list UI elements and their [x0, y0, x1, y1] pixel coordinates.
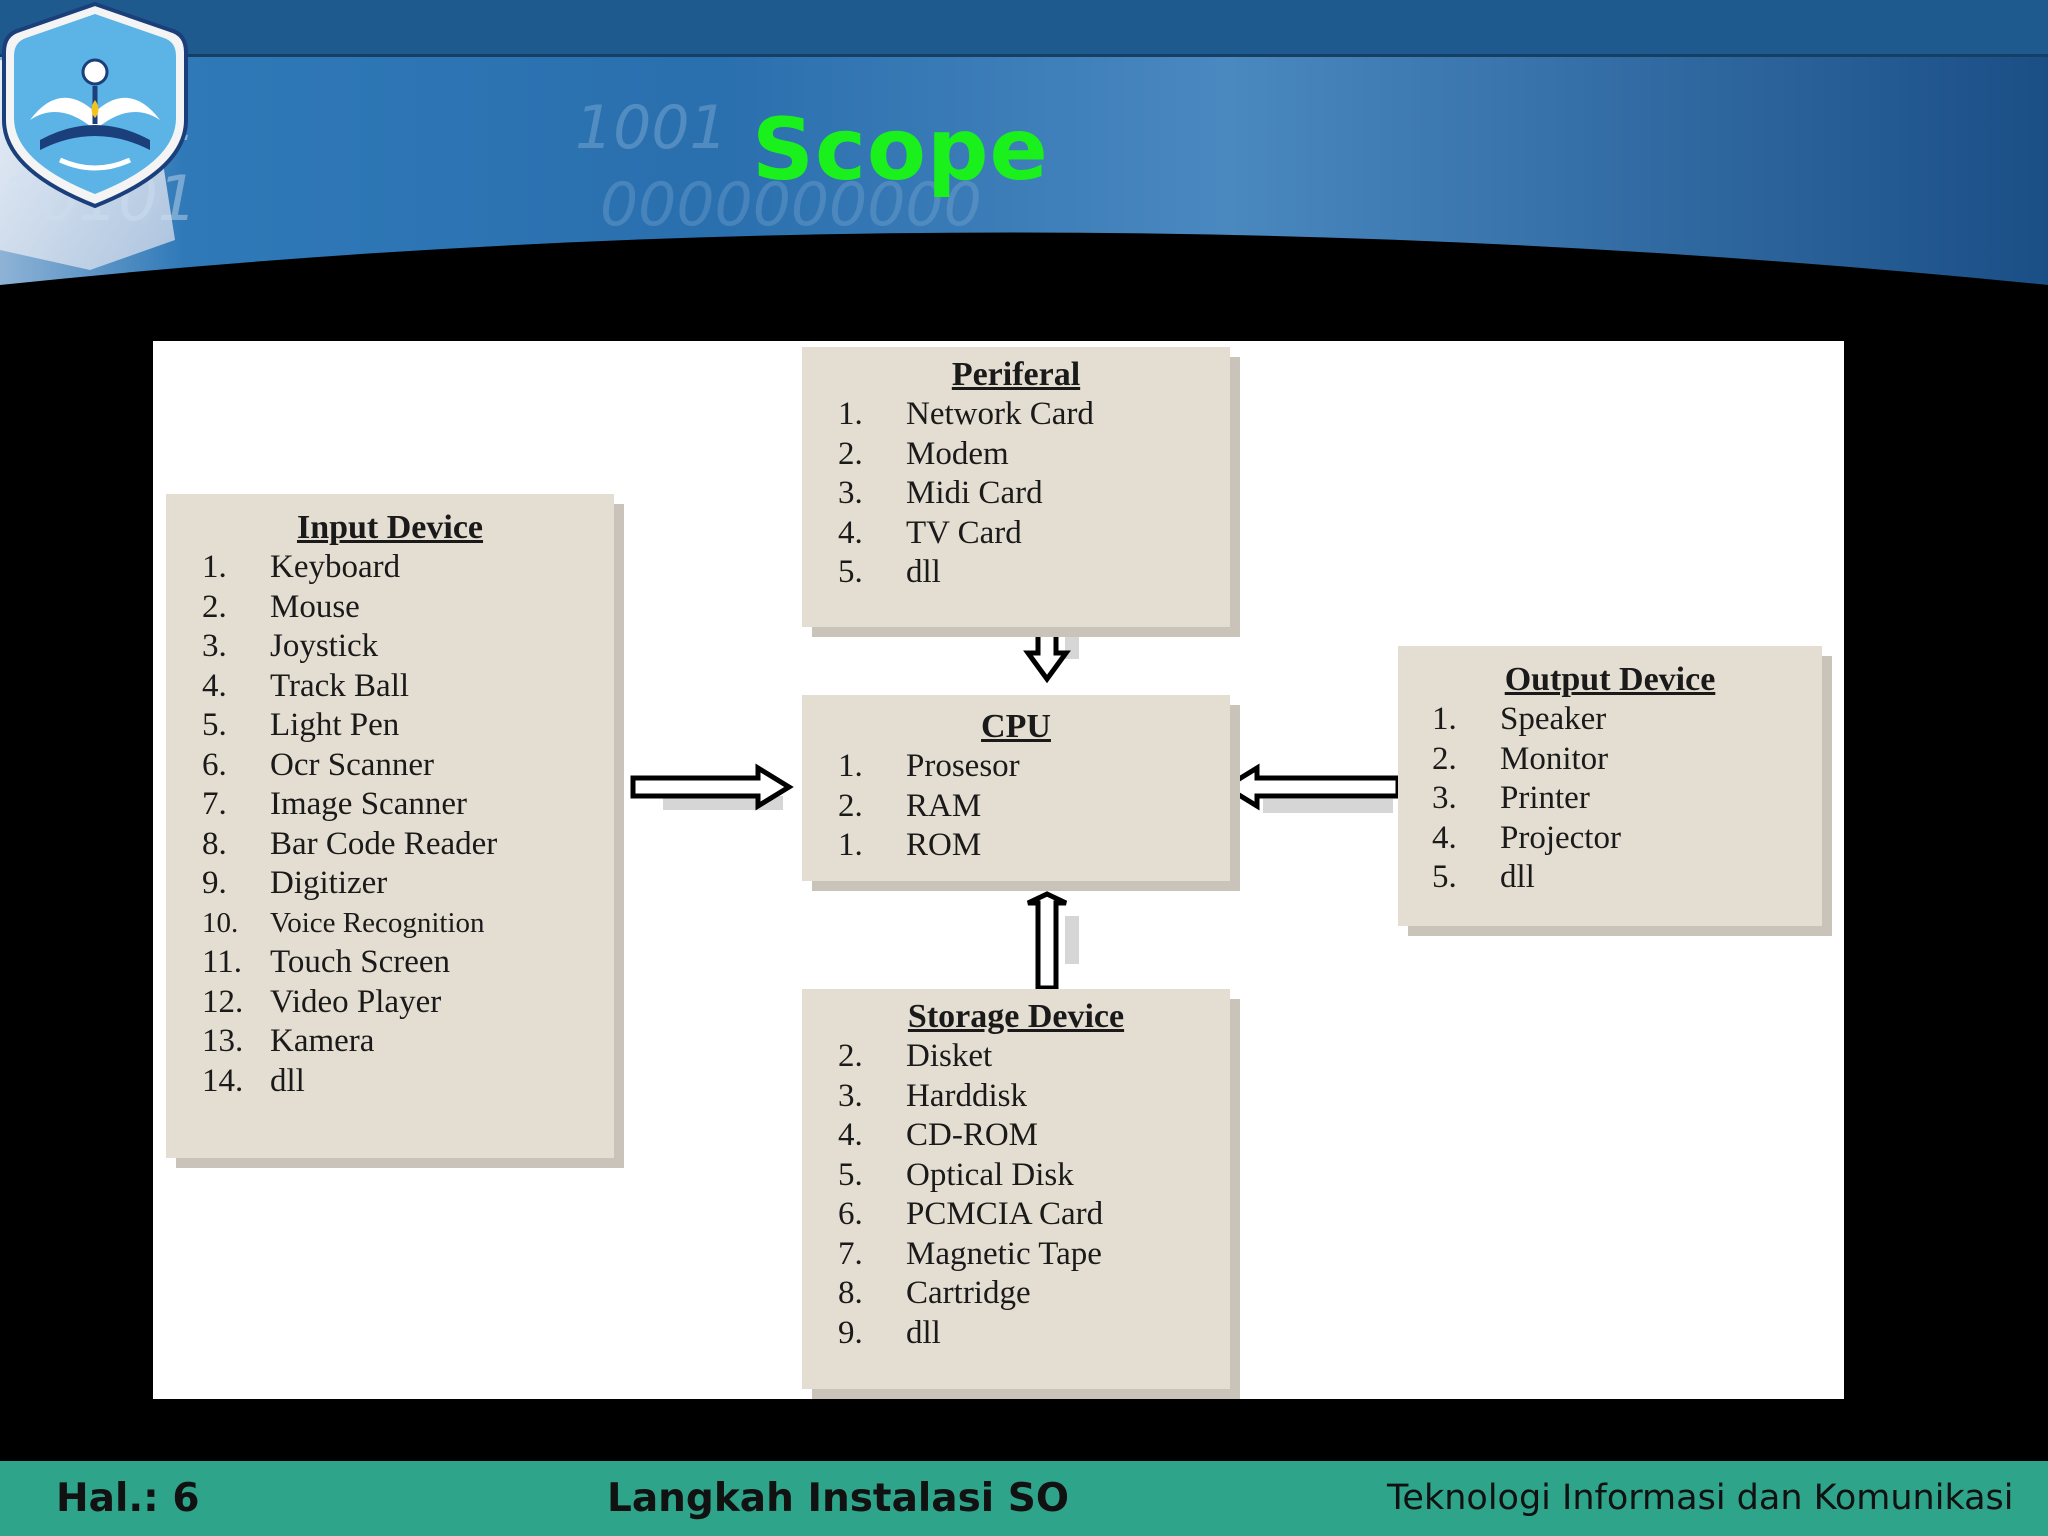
list-item: 6.Ocr Scanner — [202, 746, 435, 783]
list-item: 1.ROM — [838, 827, 982, 863]
cpu-box: CPU 1.Prosesor 2.RAM 1.ROM — [802, 695, 1230, 881]
slide-header: 10101 10101 1001 0000000000 Scope — [0, 0, 2048, 320]
list-item: 5.dll — [1432, 859, 1535, 895]
list-item: 1.Network Card — [838, 396, 1094, 432]
list-item: 12.Video Player — [202, 983, 442, 1020]
tut-wuri-handayani-logo — [1, 1, 188, 209]
list-item: 3.Harddisk — [838, 1077, 1027, 1114]
list-item: 7.Image Scanner — [202, 786, 467, 822]
list-item: 9.dll — [838, 1314, 941, 1351]
list-item: 4.CD-ROM — [838, 1117, 1039, 1153]
list-item: 4.Track Ball — [202, 667, 410, 704]
list-item: 3.Printer — [1432, 780, 1590, 816]
storage-device-box: Storage Device 2.Disket 3.Harddisk 4.CD-… — [802, 989, 1230, 1389]
list-item: 2.Modem — [838, 435, 1009, 472]
list-item: 2.Disket — [838, 1038, 993, 1074]
list-item: 8.Bar Code Reader — [202, 825, 498, 862]
storage-device-list: 2.Disket 3.Harddisk 4.CD-ROM 5.Optical D… — [802, 1037, 1230, 1353]
cpu-title: CPU — [981, 708, 1051, 745]
arrow-output-to-cpu — [1221, 763, 1401, 811]
list-item: 5.Optical Disk — [838, 1156, 1074, 1193]
list-item: 11.Touch Screen — [202, 944, 451, 980]
list-item: 14.dll — [202, 1062, 305, 1099]
list-item: 3.Joystick — [202, 628, 379, 664]
list-item: 9.Digitizer — [202, 865, 388, 901]
arrow-storage-to-cpu — [1026, 891, 1068, 991]
svg-text:1001: 1001 — [575, 93, 728, 163]
cpu-list: 1.Prosesor 2.RAM 1.ROM — [802, 747, 1230, 866]
output-device-title: Output Device — [1504, 661, 1716, 698]
footer-subject: Teknologi Informasi dan Komunikasi — [1387, 1478, 2014, 1518]
svg-text:0000000000: 0000000000 — [600, 170, 982, 240]
input-device-box: Input Device 1.Keyboard 2.Mouse 3.Joysti… — [166, 494, 614, 1158]
list-item: 2.Monitor — [1432, 740, 1609, 777]
arrow-input-to-cpu — [630, 763, 794, 811]
list-item: 2.Mouse — [202, 588, 360, 625]
list-item: 4.TV Card — [838, 514, 1022, 551]
input-device-title: Input Device — [296, 509, 484, 546]
output-device-box: Output Device 1.Speaker 2.Monitor 3.Prin… — [1398, 646, 1822, 926]
input-device-list: 1.Keyboard 2.Mouse 3.Joystick 4.Track Ba… — [166, 548, 614, 1101]
list-item: 1.Keyboard — [202, 549, 401, 585]
periferal-title: Periferal — [951, 356, 1081, 393]
list-item: 13.Kamera — [202, 1023, 375, 1059]
slide-footer: Hal.: 6 Langkah Instalasi SO Teknologi I… — [0, 1461, 2048, 1536]
list-item: 1.Speaker — [1432, 701, 1607, 737]
list-item: 6.PCMCIA Card — [838, 1196, 1104, 1232]
list-item: 3.Midi Card — [838, 475, 1043, 511]
slide-title: Scope — [752, 100, 1049, 200]
page-number: Hal.: 6 — [56, 1476, 200, 1521]
list-item: 7.Magnetic Tape — [838, 1235, 1102, 1272]
list-item: 8.Cartridge — [838, 1275, 1031, 1311]
list-item: 2.RAM — [838, 787, 982, 824]
diagram-arrows — [630, 583, 1401, 991]
computer-system-diagram: Input Device 1.Keyboard 2.Mouse 3.Joysti… — [153, 341, 1844, 1399]
periferal-list: 1.Network Card 2.Modem 3.Midi Card 4.TV … — [802, 395, 1230, 593]
list-item: 1.Prosesor — [838, 748, 1020, 784]
output-device-list: 1.Speaker 2.Monitor 3.Printer 4.Projecto… — [1398, 700, 1822, 898]
storage-device-title: Storage Device — [907, 998, 1125, 1035]
list-item: 5.Light Pen — [202, 707, 400, 743]
periferal-box: Periferal 1.Network Card 2.Modem 3.Midi … — [802, 347, 1230, 627]
list-item: 10.Voice Recognition — [202, 906, 485, 939]
footer-title: Langkah Instalasi SO — [607, 1476, 1069, 1521]
list-item: 5.dll — [838, 554, 941, 590]
list-item: 4.Projector — [1432, 819, 1621, 856]
